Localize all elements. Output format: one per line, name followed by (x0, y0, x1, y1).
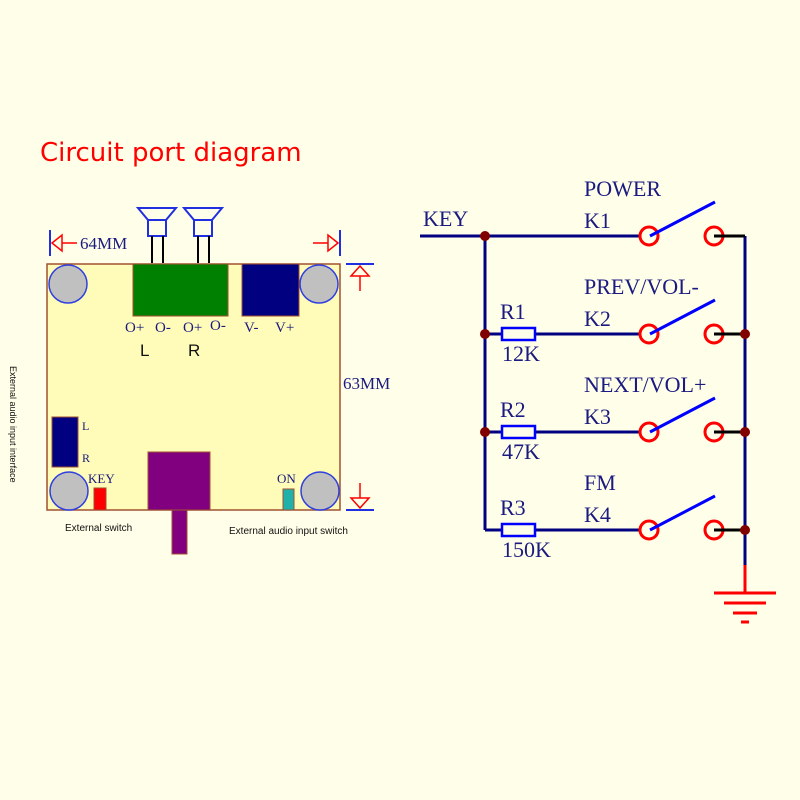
switch-function-label: FM (584, 470, 616, 495)
resistor-icon (500, 326, 537, 342)
junction-dot (740, 525, 750, 535)
switch-contact (638, 421, 660, 443)
switch-id-label: K1 (584, 208, 611, 233)
speaker-right-icon (181, 207, 225, 263)
pin-label: O- (210, 318, 226, 334)
audio-in-r-label: R (82, 451, 90, 465)
pin-label: O+ (183, 320, 202, 336)
external-audio-switch-caption: External audio input switch (229, 526, 348, 537)
speaker-output-block (132, 263, 229, 317)
switch-id-label: K3 (584, 404, 611, 429)
junction-dot (480, 427, 490, 437)
on-label: ON (277, 471, 296, 486)
key-input-label: KEY (423, 206, 468, 231)
external-switch-caption: External switch (65, 523, 132, 534)
mount-hole-bottom-left (49, 471, 89, 511)
resistor-icon (500, 522, 537, 538)
key-switch (93, 487, 107, 511)
on-switch (282, 488, 295, 511)
switch-row-k1: POWER K1 (480, 176, 745, 247)
switch-lever (649, 200, 716, 238)
resistor-icon (500, 424, 537, 440)
switch-contact (638, 225, 660, 247)
width-dimension (49, 230, 341, 256)
switch-row-k2: R1 12K PREV/VOL- K2 (480, 274, 750, 366)
audio-jack-plug (171, 509, 188, 555)
switch-function-label: NEXT/VOL+ (584, 372, 706, 397)
mount-hole-top-right (299, 264, 339, 304)
audio-in-l-label: L (82, 419, 89, 433)
mount-hole-bottom-right (300, 471, 340, 511)
pin-label: O+ (125, 320, 144, 336)
switch-lever (649, 396, 716, 434)
diagram-title: Circuit port diagram (40, 138, 302, 168)
switch-lever (649, 494, 716, 532)
speaker-left-icon (135, 207, 179, 263)
external-audio-interface-caption: External audio input interface (8, 366, 18, 483)
height-dimension (346, 263, 374, 511)
resistor-label: R2 (500, 397, 526, 422)
switch-id-label: K4 (584, 502, 611, 527)
audio-jack (147, 451, 211, 511)
width-label: 64MM (80, 234, 127, 253)
switch-row-k3: R2 47K NEXT/VOL+ K3 (480, 372, 750, 464)
mount-hole-top-left (48, 264, 88, 304)
power-input-block (241, 263, 300, 317)
ground-icon (714, 565, 776, 624)
resistor-value: 150K (502, 537, 551, 562)
resistor-value: 12K (502, 341, 540, 366)
junction-dot (480, 231, 490, 241)
pin-label: V- (244, 320, 258, 336)
pin-label: O- (155, 320, 171, 336)
switch-lever (649, 298, 716, 336)
resistor-value: 47K (502, 439, 540, 464)
audio-input-block (51, 416, 79, 468)
junction-dot (740, 329, 750, 339)
height-label: 63MM (343, 374, 390, 393)
junction-dot (480, 329, 490, 339)
resistor-label: R3 (500, 495, 526, 520)
switch-id-label: K2 (584, 306, 611, 331)
switch-contact (638, 519, 660, 541)
channel-label-r: R (188, 341, 200, 360)
junction-dot (740, 427, 750, 437)
resistor-label: R1 (500, 299, 526, 324)
switch-function-label: PREV/VOL- (584, 274, 699, 299)
pin-label: V+ (275, 320, 294, 336)
switch-contact (638, 323, 660, 345)
switch-row-k4: R3 150K FM K4 (485, 470, 750, 562)
channel-label-l: L (140, 341, 149, 360)
switch-function-label: POWER (584, 176, 661, 201)
key-label: KEY (88, 471, 115, 486)
